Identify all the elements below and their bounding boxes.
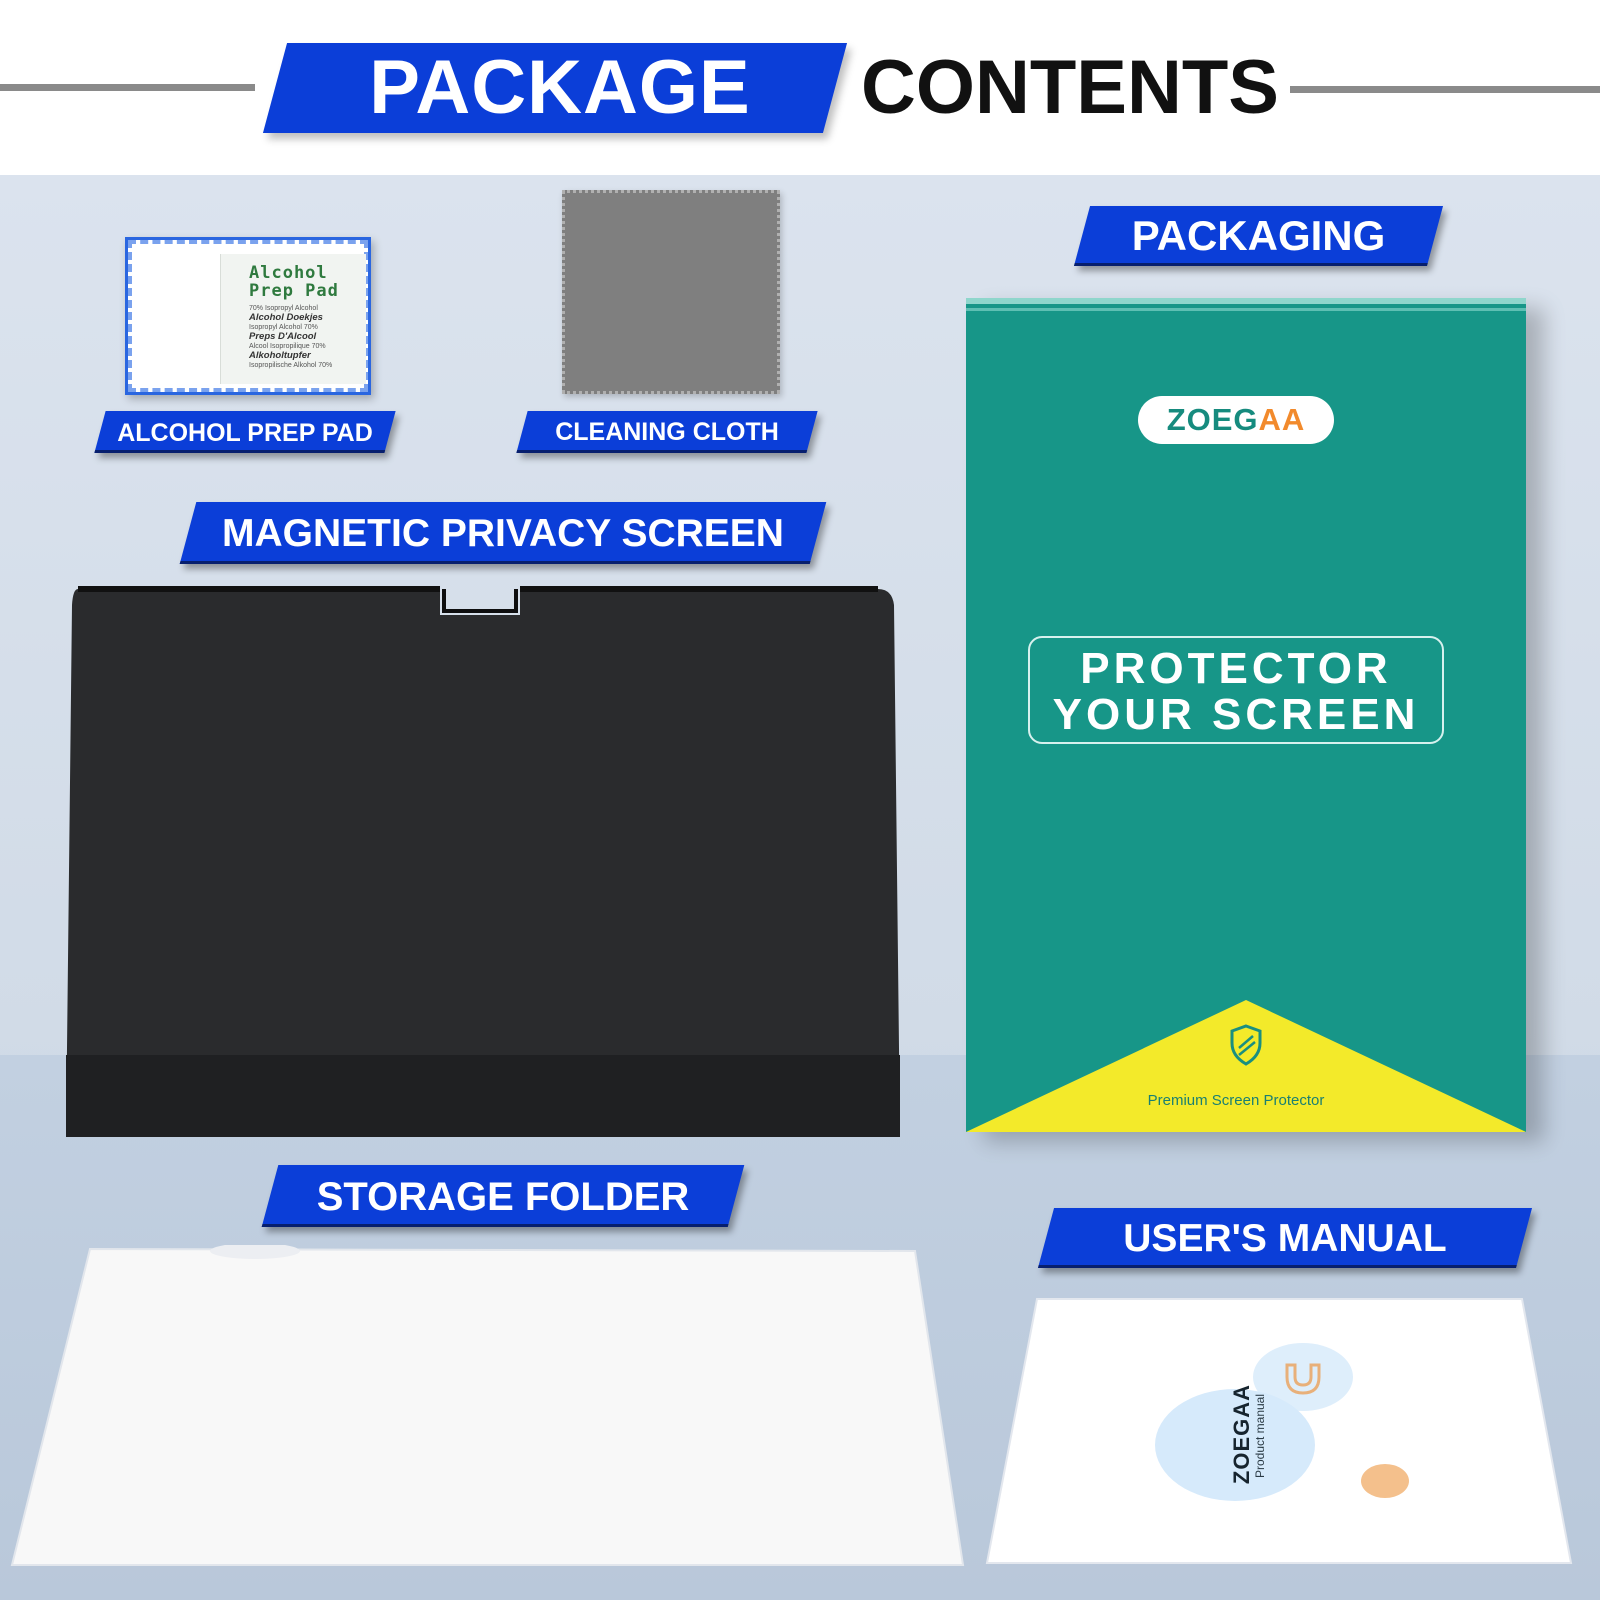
manual-subtitle: Product manual: [1253, 1393, 1267, 1479]
storage-folder-label-text: STORAGE FOLDER: [316, 1175, 690, 1219]
packaging-label: PACKAGING: [1073, 206, 1444, 266]
alcohol-prep-pad: Alcohol Prep Pad 70% Isopropyl Alcohol A…: [125, 237, 371, 395]
brand-logo-main: ZOEG: [1166, 402, 1259, 437]
slogan-line-1: PROTECTOR: [1080, 644, 1392, 693]
yellow-triangle: [966, 1000, 1526, 1132]
pad-print-line: Alcool Isopropilique 70%: [249, 343, 326, 350]
users-manual-label-text: USER'S MANUAL: [1123, 1217, 1447, 1260]
storage-folder: [10, 1245, 965, 1566]
packaging-box: ZOEGAA PROTECTOR YOUR SCREEN Premium Scr…: [966, 298, 1526, 1132]
header: PACKAGE CONTENTS: [0, 0, 1600, 175]
box-slogan: PROTECTOR YOUR SCREEN: [1028, 636, 1444, 744]
pad-print-line: Isopropilische Alkohol 70%: [249, 362, 333, 369]
users-manual-label: USER'S MANUAL: [1037, 1208, 1533, 1268]
page-title-rest: CONTENTS: [861, 45, 1279, 130]
privacy-screen-panel: [66, 589, 900, 1137]
header-rule-left: [0, 84, 255, 91]
cleaning-cloth-label: CLEANING CLOTH: [516, 411, 818, 453]
magnetic-privacy-screen: [66, 586, 900, 1137]
webcam-notch: [442, 589, 518, 613]
shield-icon: [1230, 1024, 1262, 1066]
brand-logo: ZOEGAA: [1138, 396, 1334, 444]
folder-tab: [210, 1245, 300, 1259]
box-top-stripe: [966, 298, 1526, 304]
packaging-label-text: PACKAGING: [1131, 212, 1386, 259]
pad-print-line: Alkoholtupfer: [249, 350, 311, 361]
box-yellow-triangle: [966, 1000, 1526, 1132]
users-manual: [985, 1298, 1573, 1564]
alcohol-prep-pad-label: ALCOHOL PREP PAD: [94, 411, 396, 453]
manual-dot-orange: [1361, 1464, 1409, 1498]
magnet-icon: [1285, 1363, 1321, 1395]
slogan-line-2: YOUR SCREEN: [1052, 690, 1420, 739]
pad-title-line-1: Alcohol: [249, 263, 328, 283]
privacy-screen-label: MAGNETIC PRIVACY SCREEN: [179, 502, 827, 564]
page-title-highlight: PACKAGE: [369, 45, 751, 130]
cleaning-cloth: [562, 190, 780, 394]
pad-print-label: Alcohol Prep Pad 70% Isopropyl Alcohol A…: [220, 254, 366, 384]
pad-print-line: Isopropyl Alcohol 70%: [249, 324, 318, 331]
privacy-screen-reflection: [66, 1055, 900, 1137]
manual-bubble-large: [1155, 1389, 1315, 1501]
box-top-stripe-inner: [966, 308, 1526, 311]
brand-logo-accent: AA: [1258, 402, 1306, 437]
pad-print-line: Alcohol Doekjes: [249, 312, 323, 323]
header-rule-right: [1290, 86, 1600, 93]
pad-print-line: 70% Isopropyl Alcohol: [249, 305, 318, 312]
storage-folder-sheet: [10, 1247, 965, 1566]
pad-print-line: Preps D'Alcool: [249, 331, 317, 342]
alcohol-prep-pad-label-text: ALCOHOL PREP PAD: [117, 419, 373, 447]
manual-bubble-small: [1253, 1343, 1353, 1411]
pad-title-line-2: Prep Pad: [249, 281, 339, 301]
pad-serrated-edge: [128, 240, 368, 392]
cleaning-cloth-label-text: CLEANING CLOTH: [555, 418, 779, 446]
box-footer-text: Premium Screen Protector: [1147, 1092, 1325, 1109]
privacy-screen-label-text: MAGNETIC PRIVACY SCREEN: [222, 512, 784, 555]
storage-folder-label: STORAGE FOLDER: [261, 1165, 745, 1227]
